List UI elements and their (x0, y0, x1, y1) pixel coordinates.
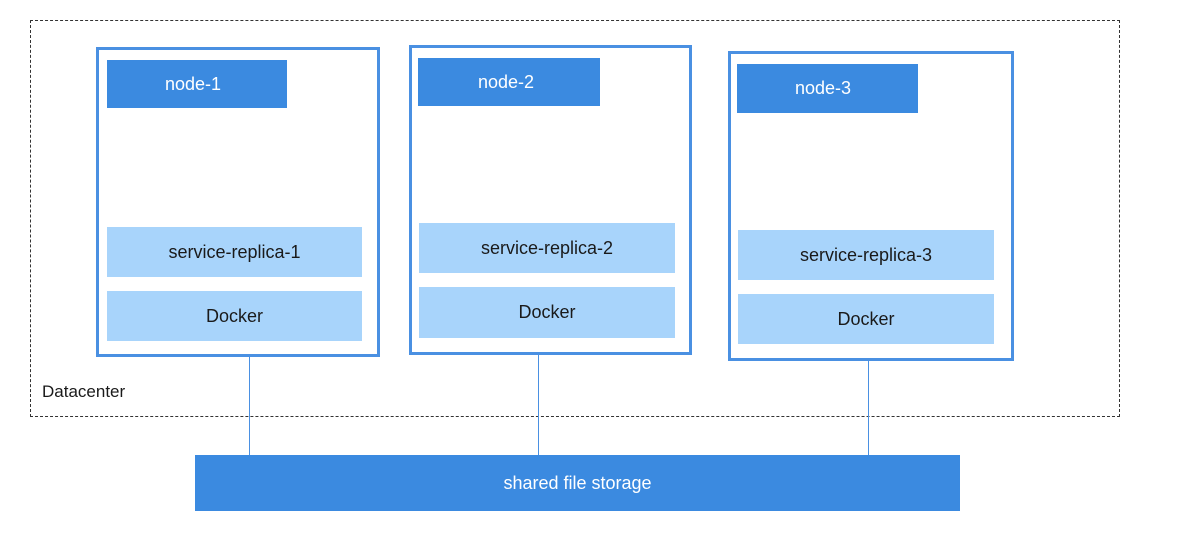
node-2-docker-layer: Docker (419, 287, 675, 338)
node-3-header: node-3 (737, 64, 918, 113)
datacenter-boundary (30, 20, 1120, 417)
node-2-header: node-2 (418, 58, 600, 106)
connector-node-1-storage (249, 357, 250, 455)
node-1-service-layer: service-replica-1 (107, 227, 362, 277)
connector-node-3-storage (868, 361, 869, 455)
node-1-docker-layer: Docker (107, 291, 362, 341)
node-3-service-layer: service-replica-3 (738, 230, 994, 280)
node-3-docker-layer: Docker (738, 294, 994, 344)
node-1-header: node-1 (107, 60, 287, 108)
node-2-service-layer: service-replica-2 (419, 223, 675, 273)
shared-file-storage: shared file storage (195, 455, 960, 511)
connector-node-2-storage (538, 355, 539, 455)
datacenter-label: Datacenter (42, 382, 126, 401)
